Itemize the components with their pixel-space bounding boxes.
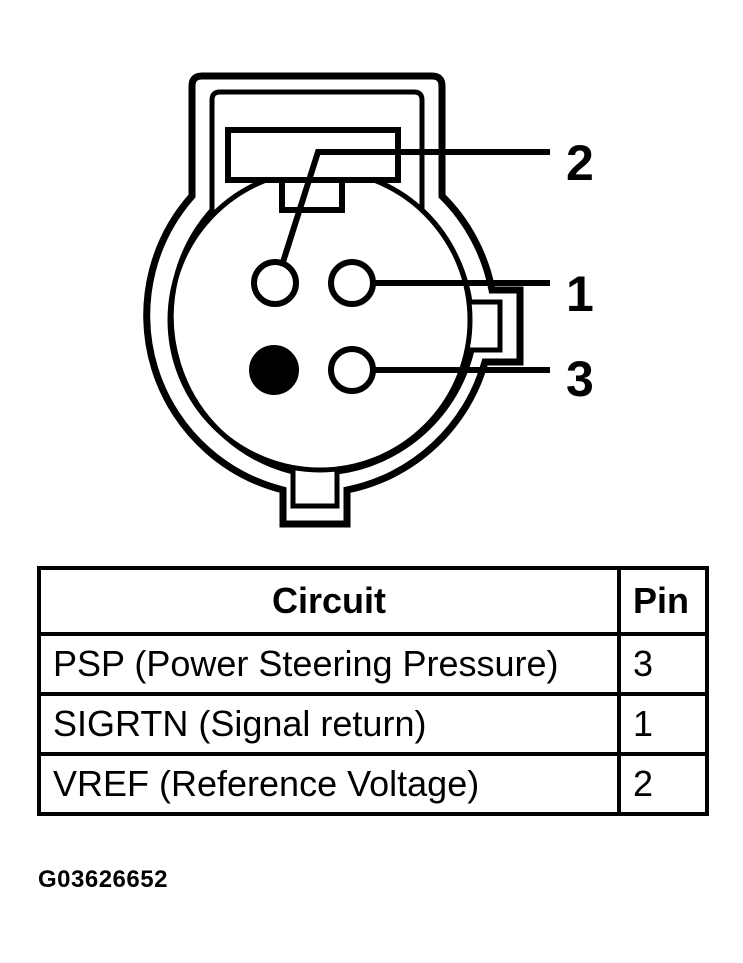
table-row: VREF (Reference Voltage) 2: [37, 752, 709, 816]
unused-pin-cavity: [249, 345, 299, 395]
pin-cell: 2: [617, 752, 709, 816]
pin-1-terminal: [328, 259, 376, 307]
circuit-column-header: Circuit: [37, 566, 621, 636]
table-header-row: Circuit Pin: [37, 566, 709, 636]
pin-cell: 3: [617, 632, 709, 696]
pin-2-label: 2: [566, 135, 594, 191]
circuit-cell: SIGRTN (Signal return): [37, 692, 621, 756]
pin-assignment-table: Circuit Pin PSP (Power Steering Pressure…: [37, 566, 709, 816]
pin-1-label: 1: [566, 266, 594, 322]
table-row: PSP (Power Steering Pressure) 3: [37, 632, 709, 696]
pin-3-label: 3: [566, 351, 594, 407]
circuit-cell: VREF (Reference Voltage): [37, 752, 621, 816]
pin-cell: 1: [617, 692, 709, 756]
table-row: SIGRTN (Signal return) 1: [37, 692, 709, 756]
pin-column-header: Pin: [617, 566, 709, 636]
locking-tab-key: [279, 177, 345, 213]
pin-2-terminal: [251, 259, 299, 307]
figure-id: G03626652: [38, 866, 168, 893]
pin-3-terminal: [328, 346, 376, 394]
connector-face: [167, 167, 473, 473]
pin-2-leader-line: [280, 149, 550, 263]
connector-housing-outer: [143, 72, 524, 528]
connector-face-diagram: 2 1 3: [143, 72, 594, 528]
circuit-cell: PSP (Power Steering Pressure): [37, 632, 621, 696]
